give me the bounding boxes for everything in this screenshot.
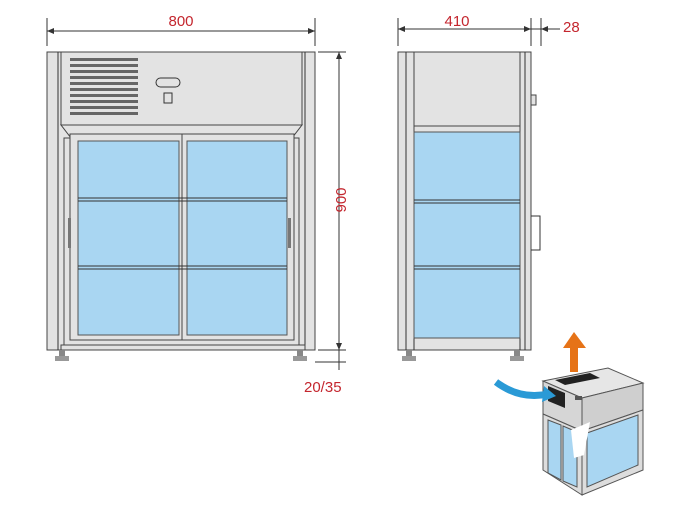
feet-label: 20/35 [304, 379, 342, 396]
width-label: 800 [168, 13, 193, 30]
height-label: 900 [333, 187, 350, 212]
air-out-arrow [570, 346, 578, 372]
iso-badge: 1 [580, 451, 581, 453]
door-handle-right [288, 218, 291, 248]
side-handle [531, 215, 541, 251]
depth-label: 410 [444, 13, 469, 30]
width-dimension: 800 [46, 13, 316, 46]
door-handle-left [68, 218, 71, 248]
air-in-arrow [493, 379, 549, 399]
display-icon [155, 77, 181, 88]
side-view [397, 51, 541, 361]
switch-icon [163, 92, 173, 104]
vent-grille [70, 58, 138, 115]
handle-depth-label: 28 [563, 19, 580, 36]
badge-shape [571, 422, 590, 458]
depth-dimension: 410 28 [397, 13, 580, 46]
height-dimension: 900 20/35 [304, 51, 350, 396]
iso-view: 1 [493, 332, 645, 496]
front-view [46, 51, 316, 361]
